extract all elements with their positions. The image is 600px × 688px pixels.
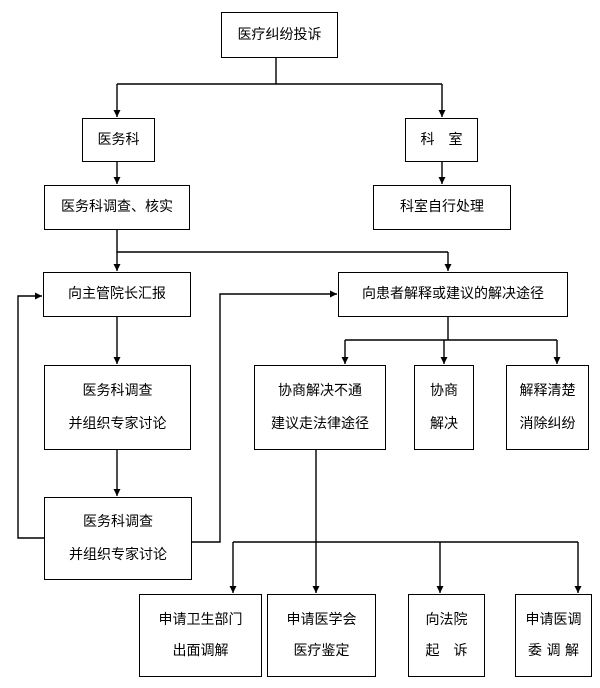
node-label-line-2: 医疗鉴定 — [293, 642, 350, 659]
connector-solution-split — [345, 317, 557, 341]
node-report-dean: 向主管院长汇报 — [43, 272, 191, 317]
node-label: 科 室 — [420, 131, 463, 148]
node-label-line-1: 医务科调查 — [82, 382, 153, 399]
node-label-line-1: 解释清楚 — [519, 382, 576, 399]
node-label-line-2: 消除纠纷 — [519, 415, 576, 432]
node-label-line-1: 申请医学会 — [286, 611, 357, 628]
node-label-line-2: 并组织专家讨论 — [68, 415, 167, 432]
node-expert-discussion-2: 医务科调查 并组织专家讨论 — [44, 497, 192, 580]
node-label-line-2: 出面调解 — [172, 642, 229, 659]
node-label: 向主管院长汇报 — [68, 286, 166, 303]
node-mediation-committee: 申请医调 委 调 解 — [515, 594, 592, 677]
node-label-line-2: 委 调 解 — [528, 642, 579, 659]
node-negotiate: 协商 解决 — [414, 365, 474, 450]
node-label: 医务科调查、核实 — [61, 199, 173, 216]
node-label-line-1: 医务科调查 — [83, 513, 153, 530]
node-label-line-1: 协商解决不通 — [278, 382, 362, 399]
node-expert-discussion-1: 医务科调查 并组织专家讨论 — [44, 365, 191, 450]
node-dept-self-handle: 科室自行处理 — [373, 185, 511, 230]
node-investigate-verify: 医务科调查、核实 — [44, 185, 190, 230]
node-label-line-2: 建议走法律途径 — [271, 415, 369, 432]
node-medical-dept: 医务科 — [82, 118, 155, 162]
node-label-line-1: 协商 — [430, 382, 458, 399]
node-complaint: 医疗纠纷投诉 — [221, 12, 338, 58]
node-label-line-2: 起 诉 — [425, 642, 468, 659]
arrow-loop-back-to-report — [17, 292, 44, 539]
node-label: 向患者解释或建议的解决途径 — [362, 286, 544, 303]
connector-investigate-split — [116, 230, 448, 253]
node-health-dept-mediation: 申请卫生部门 出面调解 — [139, 594, 262, 677]
node-explain-clear: 解释清楚 消除纠纷 — [506, 365, 589, 450]
node-negotiation-failed: 协商解决不通 建议走法律途径 — [254, 365, 386, 450]
node-label-line-2: 并组织专家讨论 — [69, 546, 167, 563]
node-department: 科 室 — [405, 118, 478, 162]
node-medical-association: 申请医学会 医疗鉴定 — [267, 594, 376, 677]
node-label-line-2: 解决 — [430, 415, 458, 432]
arrow-to-propose-solution-from-discussion — [192, 290, 337, 543]
node-label: 医务科 — [97, 131, 140, 148]
node-propose-solution: 向患者解释或建议的解决途径 — [338, 272, 568, 317]
node-label-line-1: 申请卫生部门 — [158, 611, 243, 628]
node-label: 医疗纠纷投诉 — [237, 26, 322, 43]
node-label-line-1: 申请医调 — [525, 611, 582, 628]
node-court: 向法院 起 诉 — [408, 594, 485, 677]
connector-complaint-split — [117, 58, 442, 85]
node-label-line-1: 向法院 — [425, 611, 468, 628]
node-label: 科室自行处理 — [400, 199, 484, 216]
